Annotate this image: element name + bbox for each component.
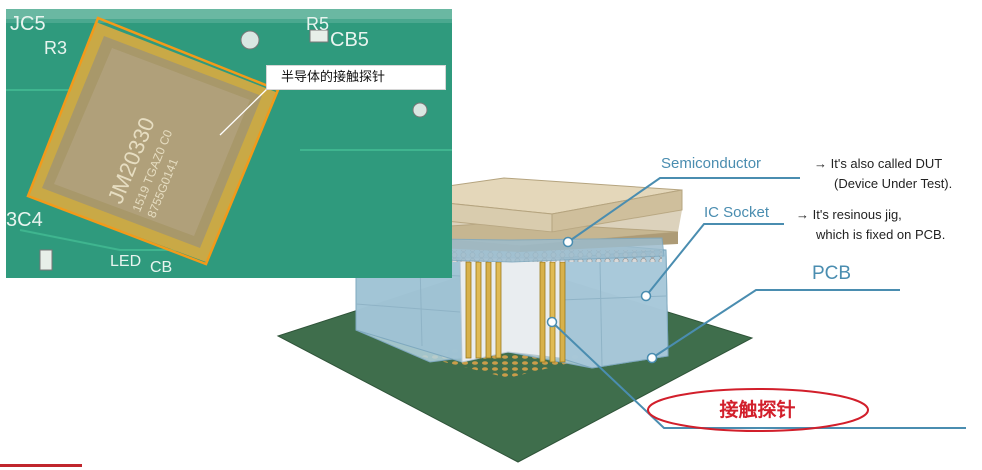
ic-socket: [355, 235, 669, 369]
board-photo: JC5 R3 R5 CB5 3C4 LED CB JM20330 1519 TG…: [6, 9, 452, 278]
silk-led: LED: [110, 253, 141, 270]
leader-dots: [546, 236, 658, 364]
silk-jc5: JC5: [10, 13, 46, 35]
silk-r3: R3: [44, 38, 67, 58]
semiconductor-note-line1: → It's also called DUT: [814, 156, 943, 171]
semiconductor-label: Semiconductor: [661, 155, 762, 172]
contact-probe-label: 接触探针: [719, 399, 796, 421]
socket-note-line1: → It's resinous jig,: [796, 207, 902, 222]
contact-probe-ellipse: [647, 388, 869, 432]
pcb-label: PCB: [812, 263, 852, 284]
ic-socket-label: IC Socket: [704, 204, 770, 221]
red-accent-bar: [0, 464, 82, 467]
silk-3c4: 3C4: [6, 209, 43, 231]
semiconductor-note-line2: (Device Under Test).: [834, 176, 953, 191]
photo-callout: 半导体的接触探针: [266, 65, 446, 90]
chip-highlight-outline: [26, 16, 280, 266]
leader-lines: [551, 177, 966, 429]
silk-cb5: CB5: [330, 29, 369, 51]
silk-cb: CB: [150, 259, 172, 276]
contact-probes: [465, 261, 566, 363]
socket-note-line2: which is fixed on PCB.: [816, 227, 946, 242]
silk-r5: R5: [306, 14, 329, 34]
